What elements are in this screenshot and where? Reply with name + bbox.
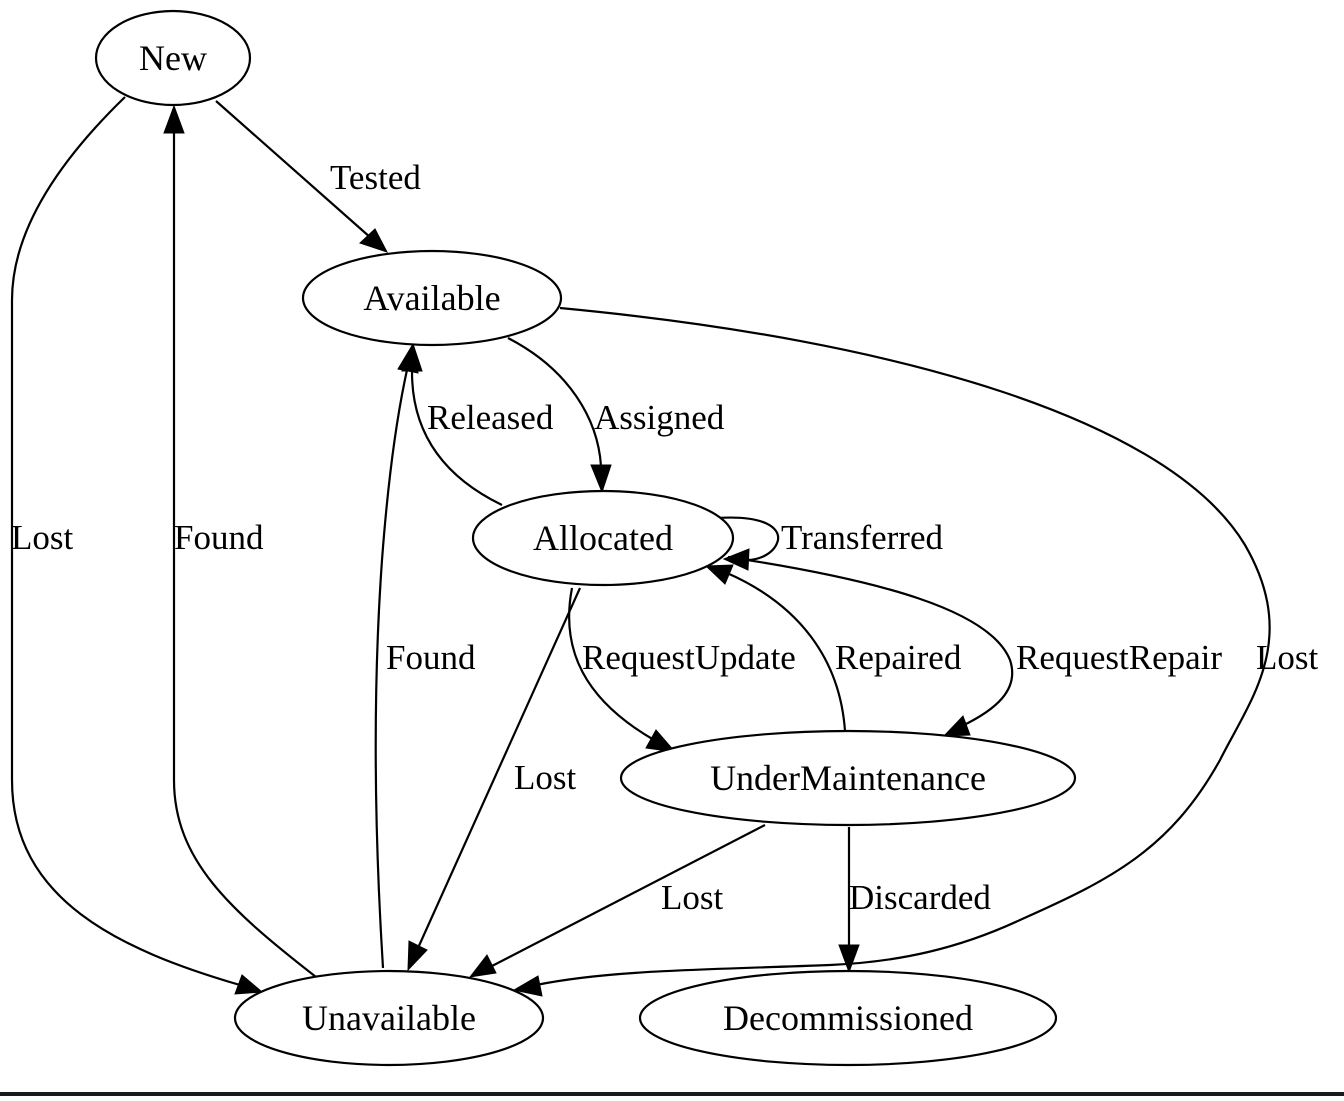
edge-label-requestupdate: RequestUpdate <box>582 638 796 677</box>
edge-unavailable-to-new: Found <box>163 104 317 978</box>
edge-label-repaired: Repaired <box>835 638 962 677</box>
edge-available-to-unavailable: Lost <box>512 306 1319 997</box>
edge-available-to-allocated: Assigned <box>507 337 725 494</box>
edge-allocated-to-undermaintenance-update: RequestUpdate <box>568 587 796 753</box>
edge-label-released: Released <box>427 398 554 437</box>
edge-label-lost-undermaintenance: Lost <box>661 878 724 917</box>
edge-new-to-available: Tested <box>215 100 421 253</box>
edge-allocated-to-available: Released <box>401 342 554 506</box>
node-available[interactable]: Available <box>301 249 563 347</box>
node-decommissioned[interactable]: Decommissioned <box>638 969 1058 1067</box>
edge-unavailable-to-available: Found <box>374 342 476 969</box>
edge-label-lost-new: Lost <box>11 518 74 557</box>
node-unavailable[interactable]: Unavailable <box>233 969 545 1067</box>
node-label-allocated: Allocated <box>533 518 673 558</box>
node-label-new: New <box>139 38 207 78</box>
node-label-unavailable: Unavailable <box>302 998 476 1038</box>
edge-undermaintenance-to-unavailable: Lost <box>468 824 766 978</box>
bottom-divider <box>0 1092 1344 1096</box>
edge-new-to-unavailable: Lost <box>10 96 264 995</box>
node-label-undermaintenance: UnderMaintenance <box>710 758 986 798</box>
edge-label-requestrepair: RequestRepair <box>1016 638 1222 677</box>
edge-label-found-new: Found <box>174 518 264 557</box>
edge-undermaintenance-to-decommissioned: Discarded <box>838 827 991 974</box>
edge-allocated-to-unavailable: Lost <box>407 587 582 972</box>
edge-label-lost-allocated: Lost <box>514 758 577 797</box>
node-undermaintenance[interactable]: UnderMaintenance <box>619 729 1077 827</box>
node-allocated[interactable]: Allocated <box>471 489 735 587</box>
edge-undermaintenance-to-allocated: Repaired <box>704 564 962 732</box>
edge-label-assigned: Assigned <box>594 398 725 437</box>
edge-label-transferred: Transferred <box>781 518 943 557</box>
node-label-available: Available <box>363 278 500 318</box>
edge-label-discarded: Discarded <box>849 878 991 917</box>
node-label-decommissioned: Decommissioned <box>723 998 973 1038</box>
edge-allocated-self-loop: Transferred <box>716 516 943 571</box>
node-new[interactable]: New <box>94 9 252 107</box>
edge-label-lost-available: Lost <box>1256 638 1319 677</box>
edge-allocated-to-undermaintenance-repair: RequestRepair <box>727 555 1222 737</box>
edge-label-found-available: Found <box>386 638 476 677</box>
edge-label-tested: Tested <box>330 158 421 197</box>
